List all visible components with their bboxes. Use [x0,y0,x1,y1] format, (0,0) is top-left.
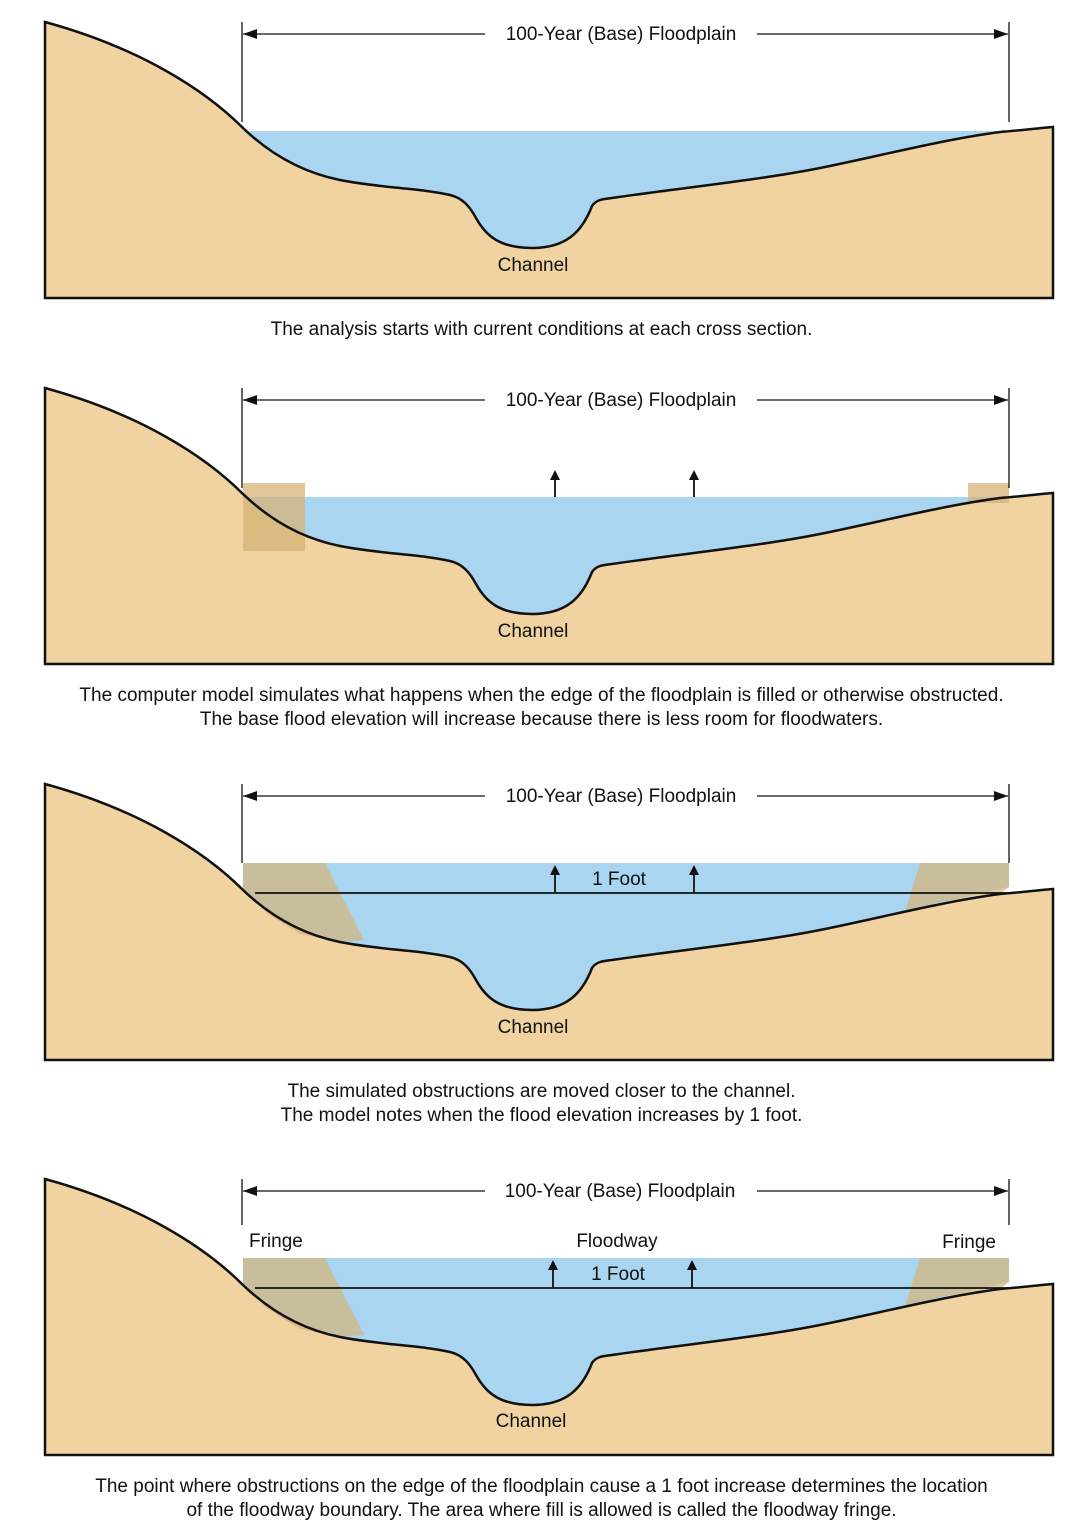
cross-section-panel-1: 100-Year (Base) Floodplain Channel [43,20,1055,300]
water-area [243,1258,1009,1405]
rise-arrow-icon [689,865,699,893]
floodway-label: Floodway [576,1231,658,1252]
fringe-left-label: Fringe [249,1231,303,1252]
caption-line: The model notes when the flood elevation… [280,1105,803,1126]
ground-profile [45,388,1053,664]
caption-line: The analysis starts with current conditi… [270,319,813,340]
ground-profile [45,22,1053,298]
rise-arrow-icon [687,1260,697,1288]
floodplain-dimension [241,22,1010,122]
rise-label: 1 Foot [592,869,647,890]
caption-4: The point where obstructions on the edge… [0,1475,1083,1523]
fringe-area-right [905,1258,1009,1307]
floodplain-dimension [241,784,1010,863]
channel-label: Channel [498,255,569,276]
ground-outline [43,1177,1055,1457]
ground-outline [43,386,1055,666]
fringe-area-left [243,1258,364,1337]
caption-line: The simulated obstructions are moved clo… [287,1081,796,1102]
caption-2: The computer model simulates what happen… [0,684,1083,732]
ground-outline [43,20,1055,300]
caption-3: The simulated obstructions are moved clo… [0,1080,1083,1128]
ground-profile [45,784,1053,1060]
caption-line: The base flood elevation will increase b… [199,709,884,730]
cross-section-panel-4: 1 Foot Fringe Floodway Fringe 100-Year (… [43,1177,1055,1457]
caption-line: of the floodway boundary. The area where… [186,1500,897,1521]
rise-label: 1 Foot [591,1264,646,1285]
rise-arrow-icon [689,470,699,497]
water-area [243,497,1000,614]
fill-obstruction-left [243,483,305,551]
channel-label: Channel [498,1017,569,1038]
ground-outline [43,782,1055,1062]
caption-line: The point where obstructions on the edge… [95,1476,988,1497]
channel-label: Channel [498,621,569,642]
cross-section-panel-2: 100-Year (Base) Floodplain Channel [43,386,1055,666]
water-area [243,863,1009,1010]
floodplain-label: 100-Year (Base) Floodplain [506,786,737,807]
caption-1: The analysis starts with current conditi… [0,318,1083,342]
fill-obstruction-left [243,863,364,942]
cross-section-panel-3: 1 Foot 100-Year (Base) Floodplain Channe… [43,782,1055,1062]
rise-arrow-icon [548,1260,558,1288]
floodplain-label: 100-Year (Base) Floodplain [506,24,737,45]
floodplain-label: 100-Year (Base) Floodplain [506,390,737,411]
channel-label: Channel [496,1411,567,1432]
floodplain-dimension [241,388,1010,488]
rise-arrow-icon [550,470,560,497]
water-area [243,131,1000,248]
floodplain-label: 100-Year (Base) Floodplain [505,1181,736,1202]
caption-line: The computer model simulates what happen… [79,685,1004,706]
fringe-right-label: Fringe [942,1232,996,1253]
ground-profile [45,1179,1053,1455]
rise-arrow-icon [550,865,560,893]
floodplain-dimension [241,1179,1010,1225]
fill-obstruction-right [905,863,1009,912]
